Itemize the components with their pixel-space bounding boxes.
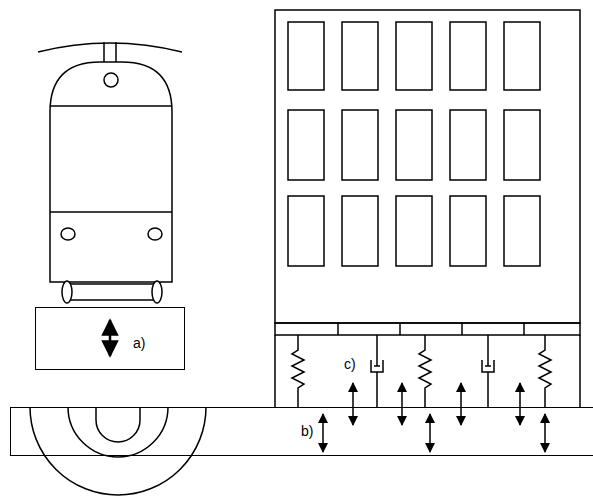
- vibration-arrow: [401, 383, 403, 425]
- window: [450, 110, 486, 180]
- tram-body: [50, 62, 172, 282]
- window: [450, 22, 486, 90]
- support-box: a): [35, 307, 185, 370]
- vibration-arrow: [460, 383, 462, 425]
- wave-arc: [68, 407, 168, 457]
- tram-window-line: [50, 211, 172, 213]
- window: [288, 22, 324, 90]
- tram-window-line: [50, 105, 172, 107]
- pantograph-arm: [103, 42, 105, 62]
- wave-arc: [30, 407, 206, 495]
- callout-label: c): [344, 357, 356, 372]
- tram-axle: [67, 284, 157, 300]
- window: [288, 196, 324, 266]
- building: [275, 10, 580, 323]
- callout-label: a): [133, 336, 145, 351]
- damper-symbol: [371, 335, 383, 407]
- pantograph-bow: [38, 43, 182, 52]
- tram-wheel: [152, 281, 162, 303]
- spring-symbol: [292, 335, 304, 407]
- spring-symbol: [539, 335, 551, 407]
- window: [450, 196, 486, 266]
- damper-symbol: [482, 335, 494, 407]
- vibration-arrow: [352, 383, 354, 425]
- window: [396, 22, 432, 90]
- tram-headlight: [61, 228, 75, 240]
- vibration-arrow: [322, 414, 324, 452]
- window: [504, 110, 540, 180]
- base-slab: [275, 323, 580, 335]
- window: [342, 196, 378, 266]
- isolation-side: [579, 335, 581, 407]
- wave-arc: [96, 407, 140, 442]
- vibration-arrow: [109, 320, 112, 356]
- vibration-arrow: [544, 414, 546, 452]
- window: [396, 196, 432, 266]
- callout-label: b): [301, 424, 313, 439]
- windows: [288, 22, 540, 266]
- window: [504, 22, 540, 90]
- isolation-side: [274, 335, 276, 407]
- ground-band: b): [10, 407, 593, 456]
- tram-headlight: [148, 228, 162, 240]
- window: [342, 22, 378, 90]
- window: [504, 196, 540, 266]
- window: [342, 110, 378, 180]
- tram-wheel: [62, 281, 72, 303]
- window: [396, 110, 432, 180]
- slab-joints: [338, 323, 524, 335]
- tram-light: [104, 73, 118, 87]
- pantograph-arm: [115, 42, 117, 62]
- vibration-arrow: [519, 383, 521, 425]
- window: [288, 110, 324, 180]
- spring-symbol: [419, 335, 431, 407]
- vibration-arrow: [429, 414, 431, 452]
